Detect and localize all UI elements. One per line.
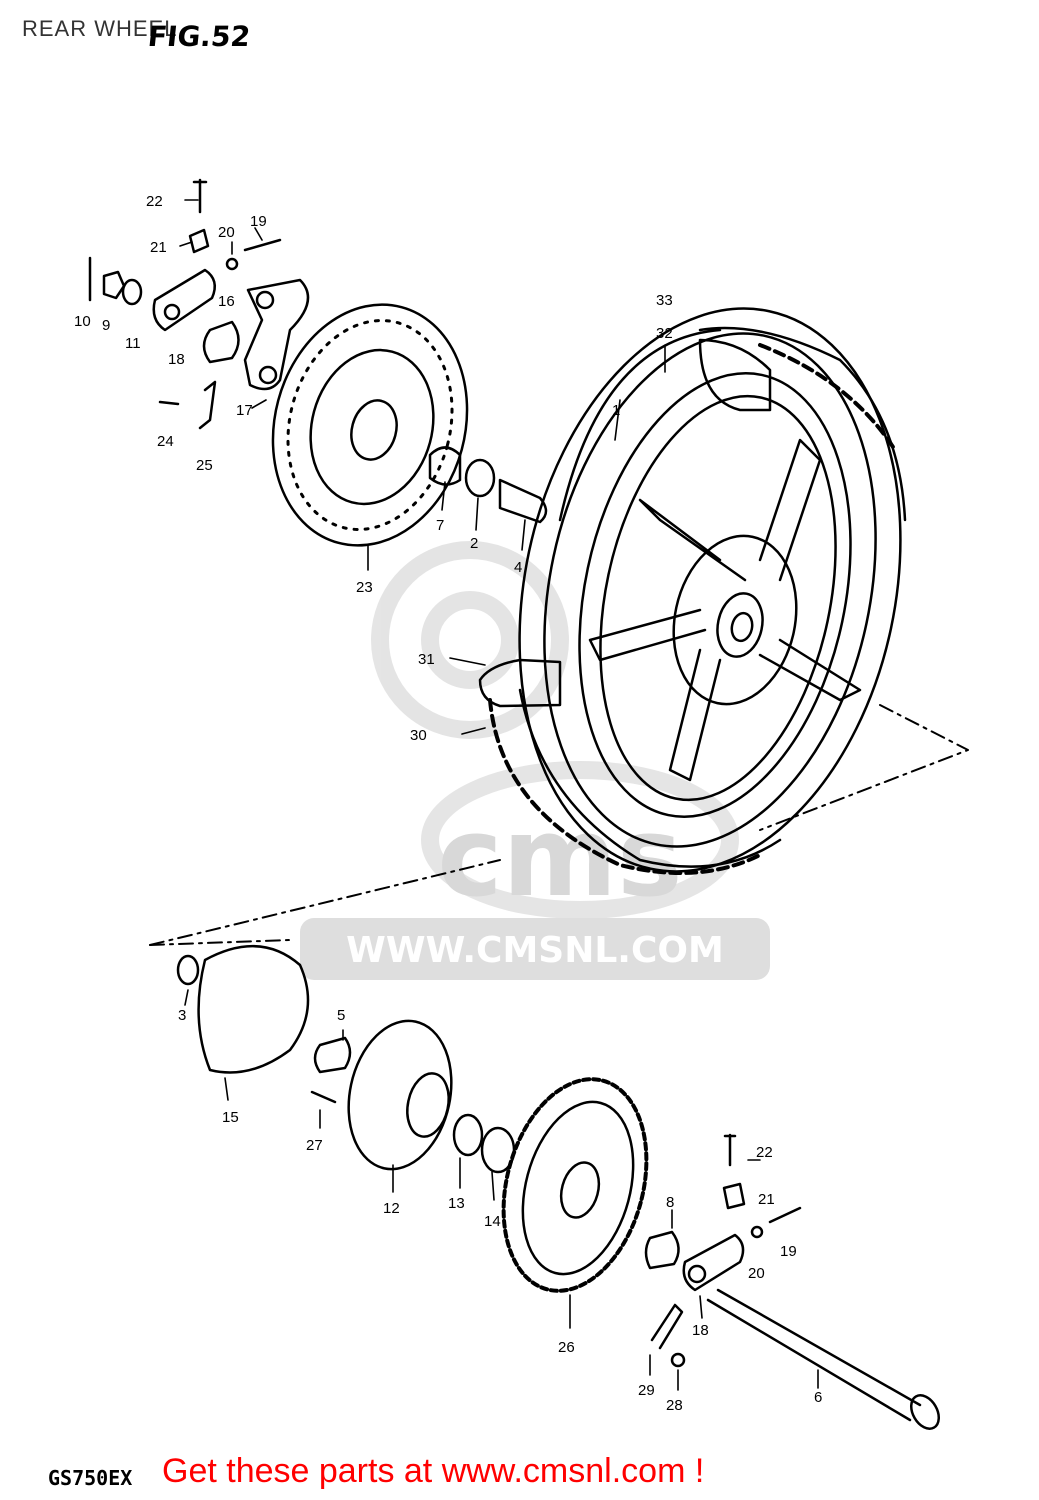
washer-11 <box>121 278 143 306</box>
label-5: 5 <box>337 1007 345 1024</box>
sprocket-drum <box>347 1019 453 1171</box>
guide-line-upper <box>149 704 969 946</box>
label-19-upper: 19 <box>250 213 267 230</box>
label-24: 24 <box>157 433 174 450</box>
label-1: 1 <box>612 402 620 419</box>
label-17: 17 <box>236 402 253 419</box>
bearing-13 <box>452 1113 484 1157</box>
label-18-upper: 18 <box>168 351 185 368</box>
promo-link[interactable]: Get these parts at www.cmsnl.com ! <box>162 1452 705 1490</box>
clip-29 <box>650 1303 684 1350</box>
diagram-caption: REAR WHEEL <box>22 16 178 41</box>
bolt-22-lower <box>723 1133 737 1167</box>
label-27: 27 <box>306 1137 323 1154</box>
nut-9 <box>102 270 126 300</box>
label-12: 12 <box>383 1200 400 1217</box>
cushion-15 <box>197 944 310 1074</box>
nut-21-upper <box>188 228 210 254</box>
rear-axle <box>706 1288 922 1422</box>
label-13: 13 <box>448 1195 465 1212</box>
label-31: 31 <box>418 651 435 668</box>
label-14: 14 <box>484 1213 501 1230</box>
bolt-19-upper <box>243 238 282 252</box>
bolt-19-lower <box>768 1206 802 1224</box>
o-ring-3 <box>176 954 200 986</box>
collar-16 <box>202 320 240 364</box>
label-16: 16 <box>218 293 235 310</box>
label-10: 10 <box>74 313 91 330</box>
figure-number: FIG.52 <box>146 20 252 53</box>
caliper-bracket <box>243 278 310 391</box>
spacer-7 <box>428 446 462 486</box>
label-11: 11 <box>125 335 141 352</box>
label-19-lower: 19 <box>780 1243 797 1260</box>
watermark-url: WWW.CMSNL.COM <box>346 930 724 971</box>
torque-link-plate <box>152 268 217 332</box>
label-29: 29 <box>638 1382 655 1399</box>
spacer-5 <box>313 1036 352 1074</box>
clip-25 <box>198 380 217 430</box>
label-22-upper: 22 <box>146 193 163 210</box>
label-4: 4 <box>514 559 522 576</box>
watermark-url-box <box>300 918 770 980</box>
part-labels: 1 2 3 4 5 6 7 8 9 10 11 12 13 14 15 16 1… <box>74 193 822 1414</box>
label-7: 7 <box>436 517 444 534</box>
label-20-upper: 20 <box>218 224 235 241</box>
cms-watermark <box>371 541 739 919</box>
label-22-lower: 22 <box>756 1144 773 1161</box>
washer-20-lower <box>750 1225 764 1239</box>
bolt-24 <box>158 400 180 406</box>
brake-disc <box>271 303 469 547</box>
label-9: 9 <box>102 317 110 334</box>
bearing-2 <box>464 458 496 498</box>
label-2: 2 <box>470 535 478 552</box>
label-8: 8 <box>666 1194 674 1211</box>
label-25: 25 <box>196 457 213 474</box>
label-18-lower: 18 <box>692 1322 709 1339</box>
label-21-upper: 21 <box>150 239 167 256</box>
guide-line-lower <box>149 939 291 946</box>
label-32: 32 <box>656 325 673 342</box>
stud-27 <box>310 1090 337 1104</box>
leader-lines <box>179 199 819 1391</box>
axle-sleeve-4 <box>498 478 548 524</box>
rear-wheel <box>478 307 907 875</box>
model-code: GS750EX <box>48 1466 133 1490</box>
label-6: 6 <box>814 1389 822 1406</box>
nut-28 <box>670 1352 686 1368</box>
nut-21-lower <box>722 1182 746 1210</box>
bolt-22-upper <box>192 178 208 214</box>
label-28: 28 <box>666 1397 683 1414</box>
spacer-8 <box>644 1230 680 1270</box>
rear-sprocket <box>501 1077 649 1293</box>
label-33: 33 <box>656 292 673 309</box>
label-21-lower: 21 <box>758 1191 775 1208</box>
label-26: 26 <box>558 1339 575 1356</box>
label-15: 15 <box>222 1109 239 1126</box>
label-20-lower: 20 <box>748 1265 765 1282</box>
label-3: 3 <box>178 1007 186 1024</box>
washer-20-upper <box>225 257 239 271</box>
label-23: 23 <box>356 579 373 596</box>
label-30: 30 <box>410 727 427 744</box>
chain-adjuster-plate <box>682 1233 745 1292</box>
watermark-logo: cms <box>437 793 682 921</box>
